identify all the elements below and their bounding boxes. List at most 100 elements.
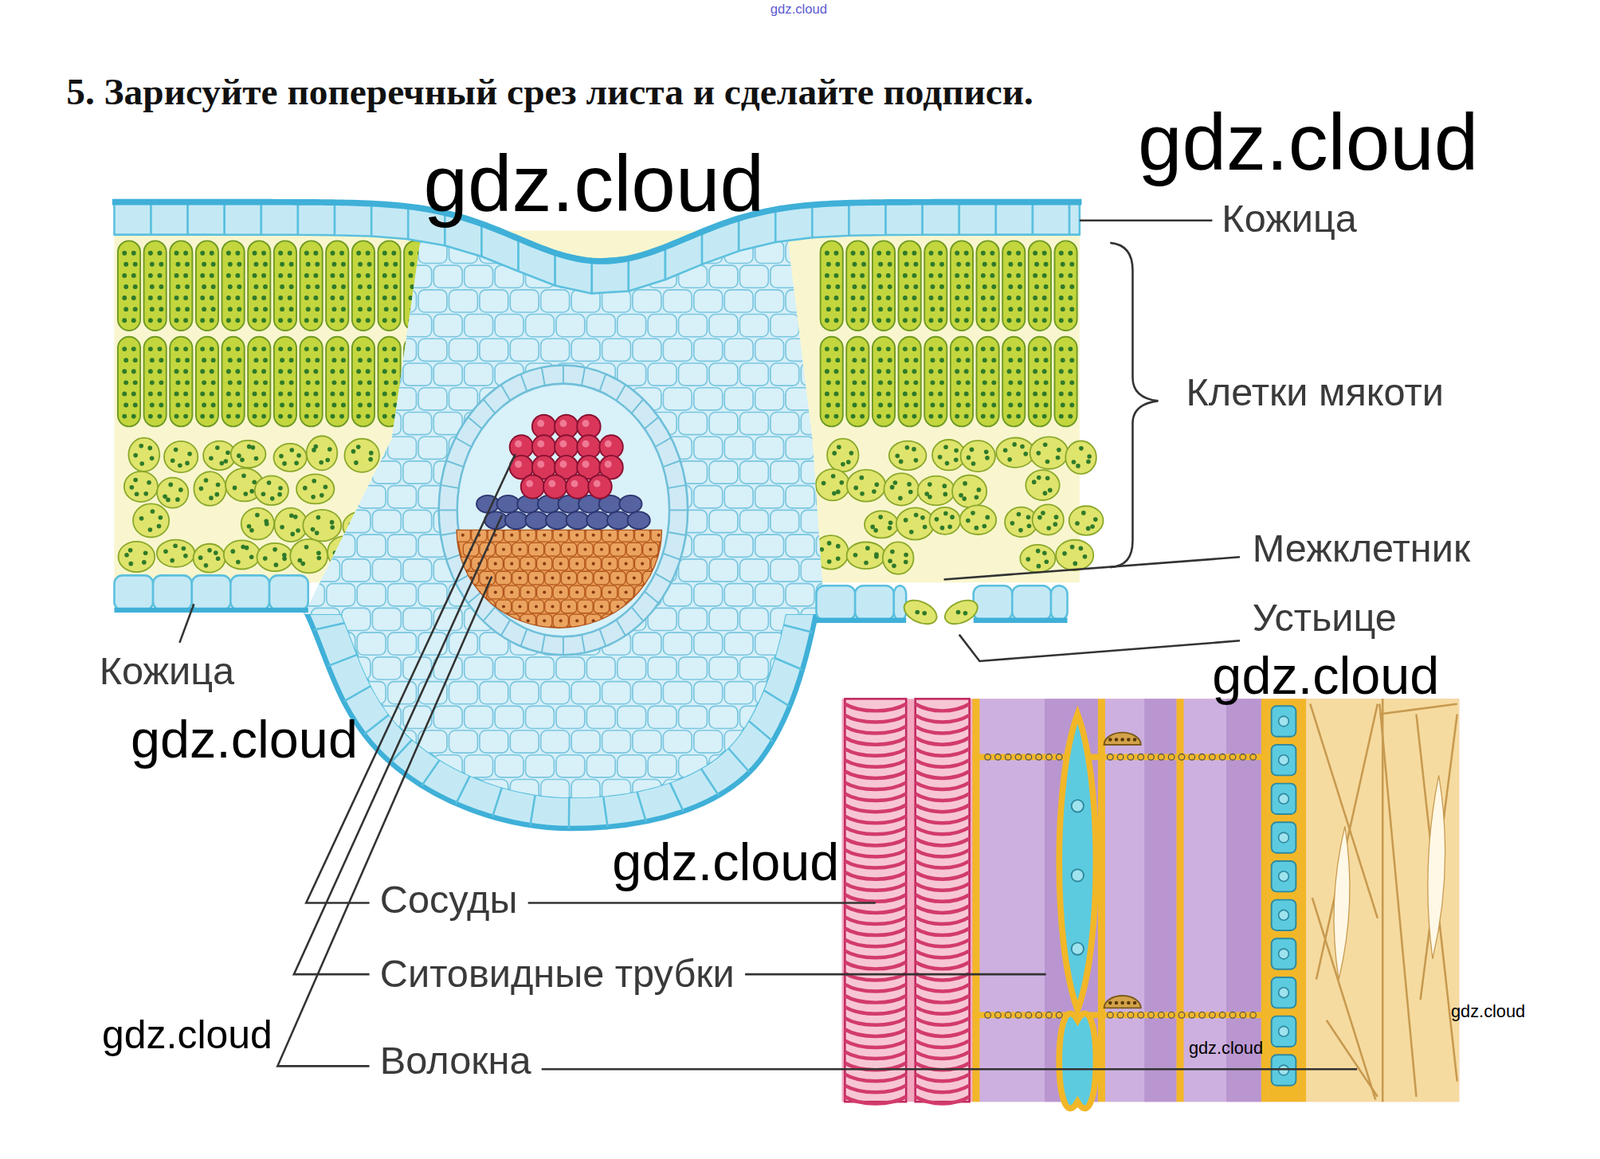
parenchyma-cell [464, 755, 494, 778]
chloroplast [131, 368, 137, 374]
spiral-thickening [915, 1029, 970, 1037]
palisade-cell [144, 240, 167, 331]
vessel [588, 474, 612, 499]
cell-dot [583, 548, 587, 552]
cuticle [113, 607, 308, 613]
fibre-cell [504, 528, 520, 542]
chloroplast [261, 368, 267, 374]
chloroplast [1056, 447, 1062, 453]
spiral-thickening [915, 905, 970, 914]
chloroplast [124, 552, 130, 558]
nucleus [1278, 793, 1290, 804]
fibre-cell [585, 556, 601, 571]
chloroplast [305, 403, 311, 408]
chloroplast [287, 414, 293, 420]
chloroplast [824, 250, 830, 256]
cell-dot [477, 590, 481, 594]
chloroplast [209, 414, 215, 420]
chloroplast [227, 403, 233, 408]
chloroplast [886, 250, 891, 256]
chloroplast [956, 380, 961, 385]
cell-dot [534, 548, 538, 552]
cell-wall [440, 532, 459, 536]
chloroplast [149, 403, 155, 408]
cell-dot [1120, 737, 1125, 742]
chloroplast [294, 461, 299, 467]
chloroplast [1032, 317, 1038, 323]
chloroplast [262, 403, 268, 408]
cell-dot [542, 533, 546, 538]
pit [1219, 753, 1226, 761]
parenchyma-cell [709, 461, 738, 484]
chloroplast [148, 368, 153, 374]
chloroplast [330, 317, 336, 323]
chloroplast [278, 295, 283, 301]
parenchyma-cell [295, 436, 325, 459]
fibre-cell [618, 614, 634, 628]
epidermis-cell [886, 200, 923, 235]
parenchyma-cell [678, 803, 708, 827]
spongy-cell [254, 475, 289, 506]
chloroplast [187, 451, 193, 457]
chloroplast [1075, 463, 1081, 469]
chloroplast [174, 295, 180, 301]
chloroplast [852, 403, 858, 408]
parenchyma-cell [770, 411, 800, 435]
cell-dot [534, 633, 538, 637]
cell-wall [562, 365, 565, 385]
parenchyma-cell [785, 240, 815, 263]
spongy-cell [960, 505, 997, 535]
parenchyma-cell [694, 486, 723, 509]
parenchyma-cell [709, 411, 738, 435]
chloroplast [834, 346, 840, 352]
chloroplast [209, 391, 215, 397]
parenchyma-cell [785, 486, 815, 509]
chloroplast [991, 403, 997, 408]
parenchyma-cell [541, 682, 570, 705]
chloroplast [891, 564, 897, 569]
spiral-thickening [915, 883, 970, 891]
parenchyma-cell [311, 559, 341, 582]
chloroplast [984, 455, 990, 461]
chloroplast [1015, 250, 1021, 256]
parenchyma-cell [815, 486, 845, 509]
chloroplast [1017, 380, 1023, 385]
spiral-thickening [844, 894, 906, 902]
parenchyma-cell [556, 755, 585, 778]
parenchyma-cell [831, 314, 861, 338]
spiral-thickening [915, 715, 970, 723]
chloroplast [272, 547, 278, 553]
chloroplast [174, 317, 180, 323]
chloroplast [211, 306, 216, 312]
chloroplast [149, 456, 155, 462]
chloroplast [313, 391, 318, 397]
chloroplast [339, 346, 345, 352]
chloroplast [339, 250, 345, 256]
chloroplast [215, 556, 221, 561]
parenchyma-cell [509, 828, 539, 851]
palisade-cell [274, 240, 297, 331]
parenchyma-cell [418, 828, 448, 851]
chloroplast [937, 250, 943, 256]
chloroplast [357, 403, 363, 408]
epidermis [112, 200, 1083, 629]
chloroplast [201, 306, 207, 312]
nucleus [1278, 988, 1290, 999]
vein-tissue-inset [842, 698, 1460, 1109]
chloroplast [183, 273, 189, 279]
parenchyma-cell [326, 388, 356, 411]
chloroplast [937, 317, 943, 323]
chloroplast [904, 403, 910, 408]
chloroplast [235, 368, 240, 374]
vessel-highlight [537, 460, 545, 468]
fibre-cell [487, 614, 503, 628]
chloroplast [156, 273, 162, 279]
parenchyma-cell [388, 682, 417, 705]
chloroplast [1007, 317, 1012, 323]
companion-cell [1271, 861, 1297, 892]
parenchyma-cell [785, 534, 815, 557]
chloroplast [235, 391, 240, 397]
chloroplast [982, 284, 988, 290]
cell-wall [670, 782, 684, 812]
fibre-cell [495, 600, 511, 614]
